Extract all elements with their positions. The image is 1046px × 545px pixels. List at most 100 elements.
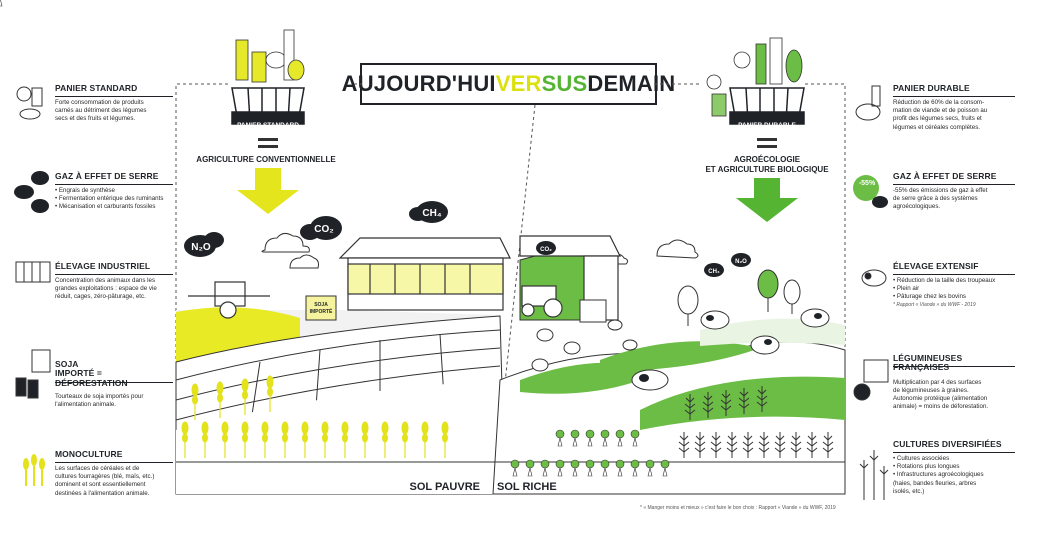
- left-section-title-2: IMPORTÉ = DÉFORESTATION: [55, 368, 128, 388]
- text-line: Tourteaux de soja importés pour: [55, 393, 144, 401]
- divider: [55, 184, 173, 185]
- green-tractor: [521, 285, 563, 318]
- legume-bag: [579, 299, 607, 323]
- divider: [55, 382, 173, 383]
- gas-ch4-right-label: CH₄: [708, 269, 720, 275]
- bread-icon: [855, 85, 881, 121]
- text-line: de serre grâce à des systèmes: [893, 195, 978, 203]
- sprayer-tractor: [188, 281, 270, 319]
- chickens: [531, 319, 638, 372]
- text-line: • Mécanisation et carburants fossiles: [55, 203, 156, 211]
- right-section-title: CULTURES DIVERSIFIÉES: [893, 439, 1002, 449]
- gas-co2-right-label: CO₂: [540, 247, 552, 253]
- gas-badge-icon: [853, 175, 888, 208]
- gas-cloud-ch4-right: [704, 263, 724, 277]
- text-line: Multiplication par 4 des surfaces: [893, 378, 982, 386]
- text-line: secs et des fruits et légumes.: [55, 115, 136, 123]
- left-section-soja: SOJA IMPORTÉ = DÉFORESTATION Tourteaux d…: [55, 359, 173, 409]
- basket-durable: [729, 87, 805, 125]
- text-line: mation de viande et de poisson au: [893, 107, 988, 115]
- crops-icon: [859, 450, 889, 500]
- text-line: légumes et céréales complètes.: [893, 123, 981, 131]
- title-part-sus: SUS: [541, 71, 588, 96]
- footnote-line: * Rapport « Viande » du WWF - 2019: [893, 301, 976, 308]
- soil-poor-label: SOL PAUVRE: [410, 481, 481, 493]
- divider: [55, 462, 173, 463]
- right-section-panier: PANIER DURABLE Réduction de 60% de la co…: [893, 83, 1015, 132]
- arrow-right-label-2: ET AGRICULTURE BIOLOGIQUE: [705, 165, 829, 174]
- legume-bag-icon: [853, 359, 889, 401]
- right-section-title: LÉGUMINEUSES FRANÇAISES: [893, 353, 963, 373]
- text-line: • Plein air: [893, 285, 920, 293]
- cow-icon: [861, 269, 887, 287]
- arrow-down-yellow: [237, 168, 299, 214]
- barn-icon: [15, 261, 51, 283]
- gas-cloud-ch4: [409, 201, 448, 223]
- divider: [893, 96, 1015, 97]
- arrow-down-green: [736, 178, 798, 222]
- text-line: • Infrastructures agroécologiques: [893, 471, 984, 479]
- title-part-today: AUJOURD'HUI: [341, 71, 496, 96]
- divider: [893, 274, 1015, 275]
- soja-bag-label-2: IMPORTÉ: [310, 307, 333, 315]
- white-clouds: [261, 232, 699, 269]
- text-line: (haies, bandes fleuries, arbres: [893, 479, 977, 487]
- text-line: profit des légumes secs, fruits et: [893, 115, 982, 123]
- divider: [55, 274, 173, 275]
- right-section-title: GAZ À EFFET DE SERRE: [893, 171, 997, 181]
- right-section-title: ÉLEVAGE EXTENSIF: [893, 261, 979, 271]
- gas-ch4-label: CH₄: [422, 208, 441, 219]
- left-section-title: MONOCULTURE: [55, 449, 123, 459]
- gas-co2-label: CO₂: [314, 224, 333, 235]
- gas-cloud-n2o: [184, 232, 224, 257]
- text-line: carnés au détriment des légumes: [55, 107, 147, 115]
- left-section-title: ÉLEVAGE INDUSTRIEL: [55, 261, 151, 271]
- soja-bag-icon: [15, 349, 51, 399]
- text-line: • Rotations plus longues: [893, 463, 960, 471]
- basket-durable-label: PANIER DURABLE: [738, 122, 796, 129]
- text-line: Forte consommation de produits: [55, 99, 144, 107]
- text-line: destinées à l'alimentation animale.: [55, 489, 150, 497]
- text-line: Réduction de 60% de la consom-: [893, 99, 985, 107]
- right-section-title: PANIER DURABLE: [893, 83, 970, 93]
- divider: [893, 184, 1015, 185]
- left-landscape: [175, 307, 506, 495]
- text-line: Concentration des animaux dans les: [55, 277, 156, 285]
- gas-cloud-icon: [14, 171, 49, 213]
- soja-bag: [305, 295, 337, 321]
- left-section-gas: GAZ À EFFET DE SERRE • Engrais de synthè…: [55, 171, 173, 212]
- basket-icon: [16, 86, 43, 120]
- gas-cloud-n2o-right: [731, 253, 751, 267]
- equals-left-2: [258, 145, 278, 148]
- text-line: réduit, cages, zéro-pâturage, etc.: [55, 293, 146, 301]
- left-section-elevage: ÉLEVAGE INDUSTRIEL Concentration des ani…: [55, 261, 173, 302]
- equals-left-1: [258, 138, 278, 141]
- text-line: dominent et sont essentiellement: [55, 481, 146, 489]
- text-line: • Réduction de la taille des troupeaux: [893, 277, 996, 285]
- text-line: • Engrais de synthèse: [55, 187, 115, 195]
- gas-n2o-label: N₂O: [191, 242, 211, 253]
- right-icons: [853, 85, 889, 500]
- divider: [55, 96, 173, 97]
- right-section-cultures: CULTURES DIVERSIFIÉES • Cultures associé…: [893, 439, 1015, 496]
- title-part-ver: VER: [495, 71, 542, 96]
- wheat-icon: [23, 454, 45, 486]
- text-line: de légumineuses à graines.: [893, 386, 969, 394]
- right-section-gas: GAZ À EFFET DE SERRE -55% des émissions …: [893, 171, 1015, 212]
- basket-standard-goods: [235, 29, 305, 83]
- text-line: Autonomie protéique (alimentation: [893, 394, 988, 402]
- basket-durable-goods: [706, 37, 803, 117]
- left-section-title: SOJA: [55, 359, 79, 369]
- text-line: -55% des émissions de gaz à effet: [893, 187, 988, 195]
- text-line: grandes exploitations : espace de vie: [55, 285, 157, 293]
- right-section-legumineuses: LÉGUMINEUSES FRANÇAISES Multiplication p…: [893, 353, 1015, 411]
- basket-standard-label: PANIER STANDARD: [237, 122, 299, 129]
- left-section-monoculture: MONOCULTURE Les surfaces de céréales et …: [55, 449, 173, 498]
- basket-standard: [231, 87, 305, 125]
- left-section-title: PANIER STANDARD: [55, 83, 138, 93]
- text-line: • Fermentation entérique des ruminants: [55, 195, 164, 203]
- carrot-row: [0, 0, 670, 477]
- equals-right-1: [757, 138, 777, 141]
- gas-n2o-right-label: N₂O: [735, 259, 747, 265]
